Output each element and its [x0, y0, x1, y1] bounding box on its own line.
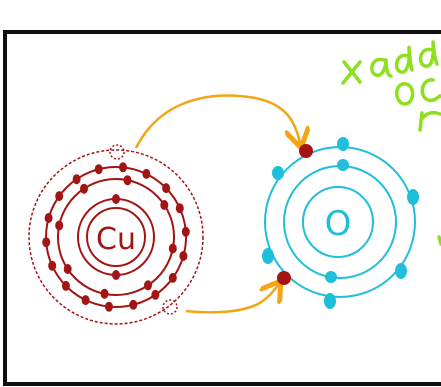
handwritten-annotation — [341, 40, 441, 246]
annotation-letter-d2 — [418, 40, 439, 68]
copper-electron-vacancy-top — [109, 144, 125, 160]
oxygen-electron — [395, 263, 407, 279]
annotation-plus — [341, 60, 362, 85]
copper-electrons — [42, 162, 190, 312]
oxygen-electrons — [262, 137, 419, 309]
copper-electron — [42, 237, 51, 248]
copper-electron — [55, 191, 64, 202]
oxygen-electron — [407, 189, 419, 205]
copper-dashed-shell — [28, 149, 204, 325]
copper-electron — [81, 295, 90, 306]
copper-electron — [142, 168, 151, 179]
transfer-arrow-top — [134, 94, 300, 148]
oxygen-electron — [262, 248, 274, 264]
oxygen-symbol: O — [325, 204, 352, 244]
copper-electron — [162, 183, 171, 194]
copper-symbol: Cu — [96, 222, 136, 257]
transferred-electron-bottom — [277, 271, 291, 285]
oxygen-electron — [337, 137, 349, 151]
oxygen-atom: O — [262, 137, 419, 309]
copper-atom: Cu — [28, 144, 204, 325]
copper-electron — [105, 301, 113, 312]
annotation-letter-c — [420, 78, 441, 103]
annotation-letter-r — [418, 110, 441, 132]
copper-electron — [119, 162, 127, 173]
copper-electron — [94, 164, 103, 175]
copper-nucleus-ring — [86, 207, 146, 267]
copper-electron — [168, 272, 177, 283]
copper-electron — [44, 213, 53, 223]
oxygen-electron — [324, 293, 336, 309]
copper-electron — [55, 220, 64, 231]
copper-electron-vacancy-bottom — [162, 299, 178, 315]
copper-electron — [179, 251, 188, 261]
copper-electron — [123, 175, 132, 186]
copper-electron — [144, 280, 152, 291]
annotation-letter-a — [370, 57, 393, 78]
transferred-electron-top — [299, 144, 313, 158]
copper-electron — [181, 226, 190, 237]
copper-electron — [72, 174, 81, 185]
copper-electron — [100, 288, 109, 299]
copper-electron — [175, 203, 184, 214]
copper-electron — [112, 270, 120, 280]
copper-shell-3 — [45, 166, 187, 308]
copper-electron — [48, 260, 57, 271]
copper-electron — [112, 194, 120, 204]
oxygen-electron — [325, 271, 337, 283]
copper-electron — [61, 280, 70, 291]
copper-electron — [80, 183, 88, 194]
copper-electron — [160, 200, 169, 210]
transfer-arrow-bottom — [185, 285, 278, 314]
annotation-letter-d1 — [394, 45, 414, 74]
oxygen-nucleus-ring — [302, 186, 374, 258]
whiteboard-frame — [3, 30, 441, 386]
copper-electron — [168, 243, 177, 254]
copper-shell-2 — [57, 178, 175, 296]
annotation-letter-o — [395, 82, 415, 106]
oxygen-electron — [272, 166, 284, 180]
copper-electron — [129, 299, 138, 310]
oxygen-electron — [337, 159, 349, 171]
copper-electron — [63, 264, 72, 274]
copper-electron — [151, 289, 160, 300]
